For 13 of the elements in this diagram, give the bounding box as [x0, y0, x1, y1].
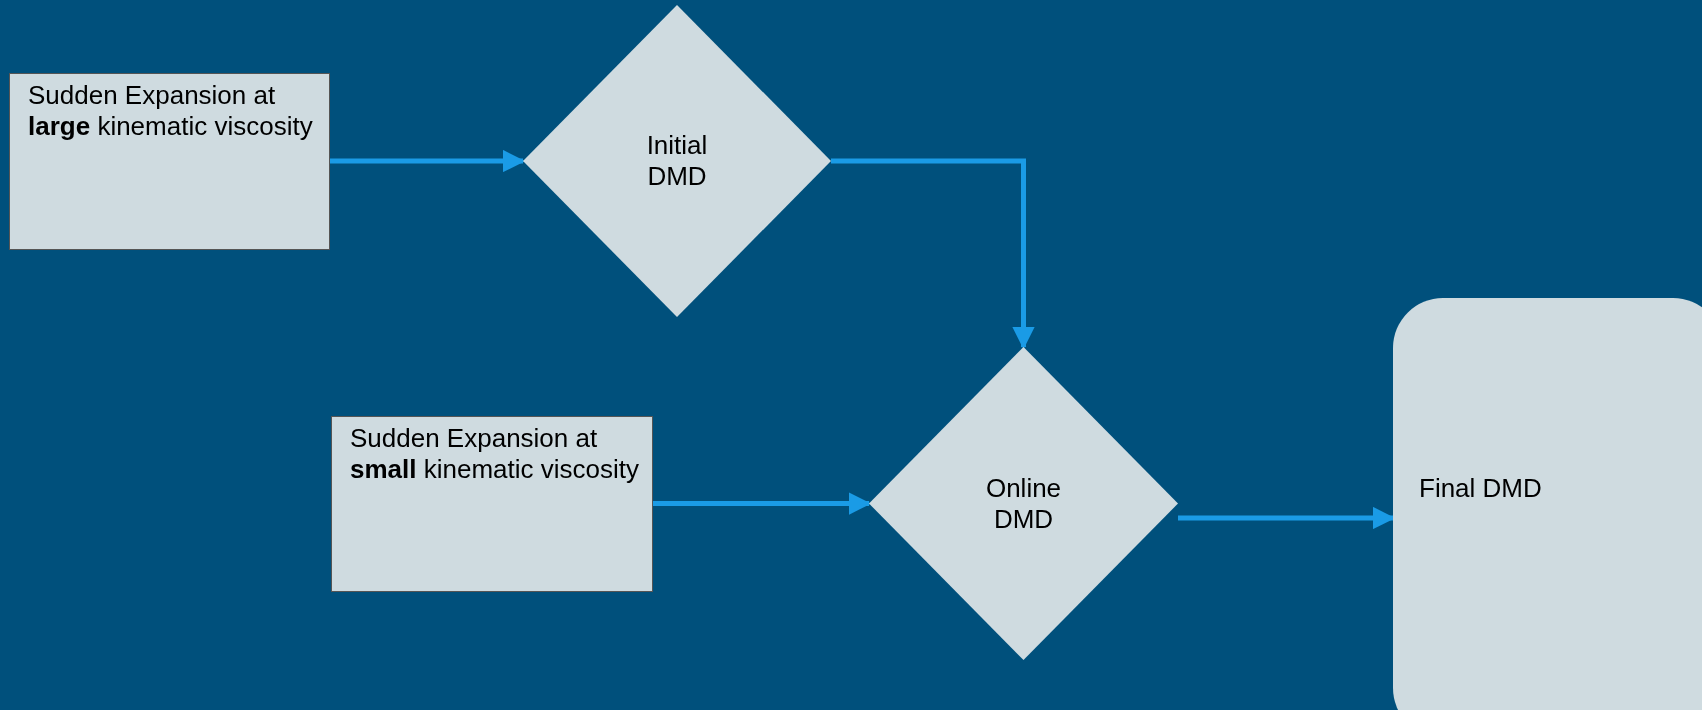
node-text: Final DMD	[1419, 472, 1542, 504]
process-box	[331, 416, 653, 592]
node-text: Sudden Expansion at small kinematic viscosity	[350, 423, 640, 485]
decision-diamond	[523, 5, 831, 317]
arrow	[653, 492, 872, 515]
decision-diamond	[869, 347, 1178, 660]
arrow	[330, 149, 526, 173]
arrow	[831, 158, 1035, 350]
process-box	[9, 73, 330, 250]
node-text: Initial DMD	[645, 130, 709, 192]
terminal-box	[1393, 298, 1702, 710]
node-text: Online DMD	[984, 472, 1063, 535]
node-text: Sudden Expansion at large kinematic viscosity	[28, 80, 314, 142]
